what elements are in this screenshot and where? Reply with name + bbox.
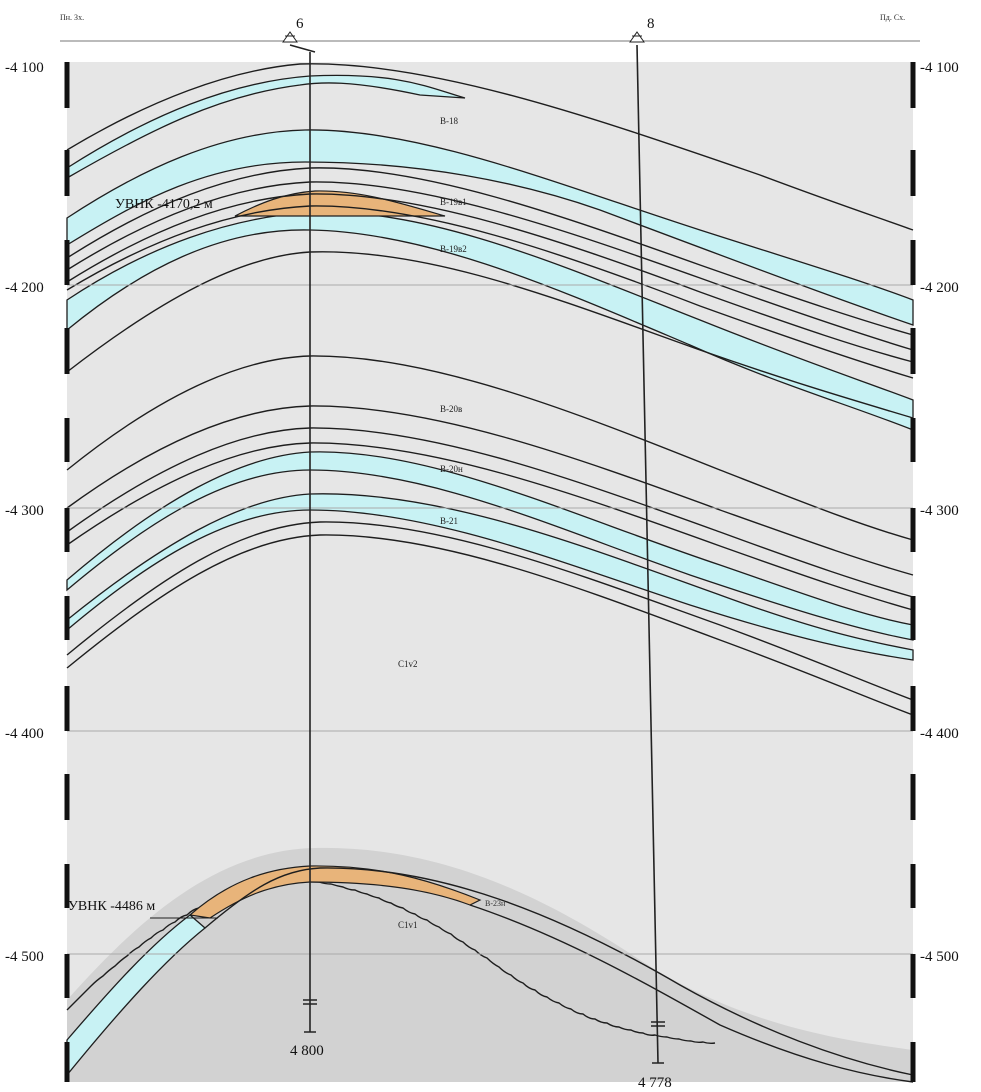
- well-8-number: 8: [647, 16, 655, 32]
- depth-label-right-4400: -4 400: [920, 726, 959, 742]
- layer-label-v19v2: В-19в2: [440, 244, 467, 254]
- well-6: 6 4 800: [282, 16, 324, 1059]
- right-direction-label: Пд. Сх.: [880, 13, 905, 22]
- depth-label-right-4100: -4 100: [920, 60, 959, 76]
- horizon-lower-2: [469, 904, 914, 1083]
- well-6-total-depth: 4 800: [290, 1043, 324, 1059]
- depth-label-left-4500: -4 500: [5, 949, 44, 965]
- well-8-trajectory: [636, 44, 659, 1064]
- depth-label-left-4400: -4 400: [5, 726, 44, 742]
- layer-label-v18: В-18: [440, 116, 459, 126]
- layer-label-v23n: В-23н: [485, 899, 506, 908]
- horizon-10: [66, 442, 914, 611]
- layer-label-v20n: В-20н: [440, 464, 463, 474]
- depth-label-right-4200: -4 200: [920, 280, 959, 296]
- unconformity-line: [66, 879, 716, 1045]
- depth-label-right-4300: -4 300: [920, 503, 959, 519]
- sand-band-1: [66, 74, 466, 180]
- owc-label-upper: УВНК -4170,2 м: [115, 197, 213, 212]
- horizon-4: [66, 193, 914, 363]
- oil-lens-lower: [188, 865, 482, 919]
- well-8: 8 4 778: [629, 16, 672, 1091]
- layer-label-v20v: В-20в: [440, 404, 462, 414]
- well-8-total-depth: 4 778: [638, 1075, 672, 1091]
- well-8-derrick-icon: [629, 31, 645, 43]
- horizon-11: [66, 521, 914, 701]
- owc-label-lower: УВНК -4486 м: [68, 899, 155, 914]
- horizon-7: [66, 355, 914, 541]
- horizon-1: [66, 63, 914, 231]
- sand-band-2: [66, 129, 914, 326]
- lower-unit-region: [67, 847, 913, 1082]
- layer-label-c1v1: С1v1: [398, 920, 418, 930]
- depth-label-right-4500: -4 500: [920, 949, 959, 965]
- depth-label-left-4300: -4 300: [5, 503, 44, 519]
- horizon-9: [66, 427, 914, 598]
- depth-label-left-4100: -4 100: [5, 60, 44, 76]
- horizon-2: [66, 167, 914, 336]
- horizon-12: [66, 534, 914, 716]
- well-6-number: 6: [296, 16, 304, 32]
- layer-label-c1v2: С1v2: [398, 659, 418, 669]
- horizon-5: [66, 205, 914, 379]
- oil-lens-upper: [234, 190, 446, 217]
- left-direction-label: Пн. Зх.: [60, 13, 84, 22]
- layer-label-v21: В-21: [440, 516, 458, 526]
- sand-band-lower: [66, 914, 207, 1077]
- well-6-derrick-icon: [282, 31, 298, 43]
- horizon-lower-1: [204, 867, 914, 1076]
- depth-gridlines: [67, 284, 913, 955]
- layer-label-v19v1: В-19в1: [440, 197, 467, 207]
- horizon-3: [66, 181, 914, 351]
- depth-label-left-4200: -4 200: [5, 280, 44, 296]
- horizon-8: [66, 405, 914, 576]
- horizon-6: [66, 251, 914, 419]
